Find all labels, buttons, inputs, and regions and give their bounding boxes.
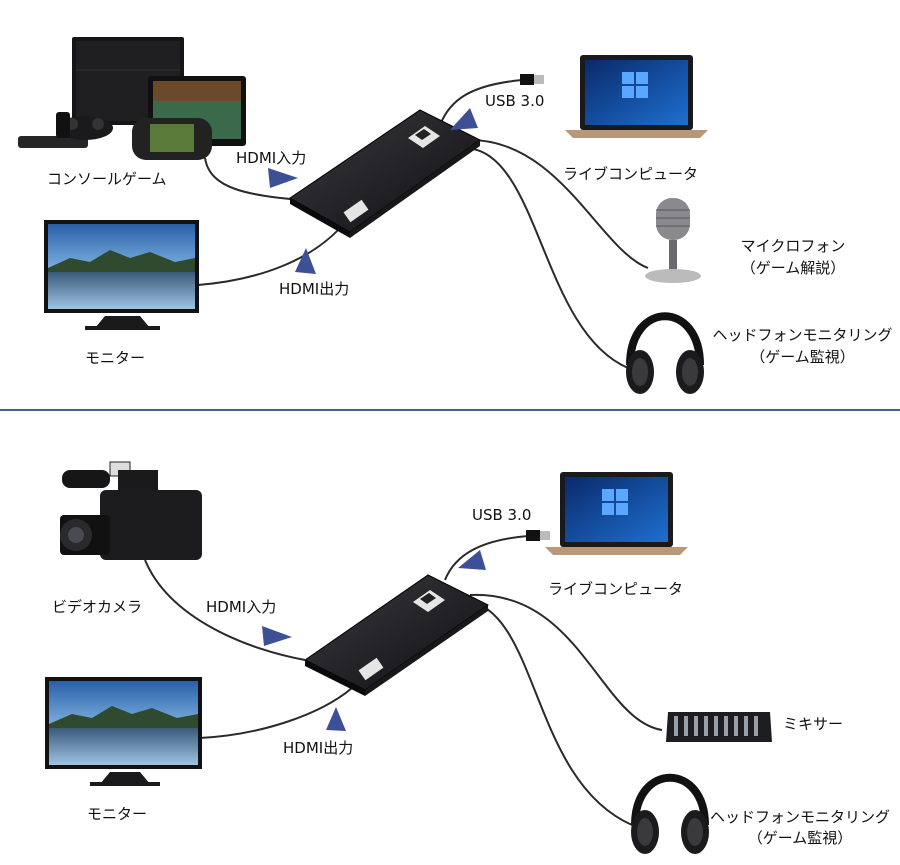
microphone-icon [645, 198, 701, 283]
bottom-arrows [262, 550, 486, 731]
top-cable-console [204, 157, 301, 201]
bottom-hdmi-out-label: HDMI出力 [283, 739, 354, 757]
bottom-cable-monitor [199, 687, 353, 739]
top-source-label: コンソールゲーム [47, 170, 167, 188]
top-cables [197, 79, 649, 369]
top-capture-device-icon [289, 109, 481, 238]
bottom-usb-arrow [458, 550, 486, 570]
console-game-icon [18, 37, 246, 160]
bottom-cable-mixer [469, 593, 663, 731]
top-headphone-label-line2: （ゲーム監視） [750, 348, 855, 366]
mixer-label: ミキサー [783, 715, 844, 733]
bottom-laptop-icon [545, 472, 688, 555]
bottom-computer-label: ライブコンピュータ [548, 580, 684, 598]
top-cable-monitor [197, 227, 341, 286]
top-headphone-label-line1: ヘッドフォンモニタリング [712, 326, 893, 344]
top-cable-mic [469, 139, 649, 269]
bottom-headphone-label-line2: （ゲーム監視） [747, 829, 853, 847]
top-cable-usb [439, 79, 523, 126]
top-monitor-icon [44, 220, 199, 330]
mixer-icon [666, 712, 772, 742]
bottom-source-label: ビデオカメラ [52, 598, 143, 616]
top-usb-plug-icon [520, 74, 544, 85]
top-headphone-icon [626, 312, 704, 394]
bottom-cables [144, 535, 663, 826]
top-hdmi-out-arrow [295, 248, 316, 274]
bottom-monitor-label: モニター [87, 805, 148, 823]
section-divider [0, 409, 900, 411]
mic-label-line2: （ゲーム解説） [740, 259, 846, 277]
bottom-usb-plug-icon [526, 530, 550, 541]
bottom-cable-camera [144, 559, 306, 661]
video-camera-icon [60, 461, 202, 560]
bottom-hdmi-out-arrow [326, 707, 346, 731]
bottom-usb-label: USB 3.0 [472, 506, 532, 524]
top-laptop-icon [565, 55, 708, 138]
mic-label-line1: マイクロフォン [740, 237, 846, 255]
top-usb-label: USB 3.0 [485, 92, 545, 110]
top-monitor-label: モニター [85, 349, 146, 367]
bottom-hdmi-in-arrow [262, 626, 292, 646]
top-hdmi-out-label: HDMI出力 [279, 280, 350, 298]
bottom-headphone-label-line1: ヘッドフォンモニタリング [709, 808, 890, 826]
top-computer-label: ライブコンピュータ [563, 165, 699, 183]
bottom-cable-headphone [464, 599, 633, 826]
top-arrows [268, 108, 478, 274]
top-hdmi-in-arrow [268, 168, 298, 188]
bottom-headphone-icon [631, 773, 709, 854]
bottom-capture-device-icon [304, 574, 489, 696]
top-usb-arrow [450, 108, 478, 130]
bottom-monitor-icon [45, 677, 202, 786]
top-hdmi-in-label: HDMI入力 [236, 149, 307, 167]
bottom-cable-usb [444, 535, 529, 581]
bottom-hdmi-in-label: HDMI入力 [206, 598, 277, 616]
top-cable-headphone [464, 147, 629, 369]
